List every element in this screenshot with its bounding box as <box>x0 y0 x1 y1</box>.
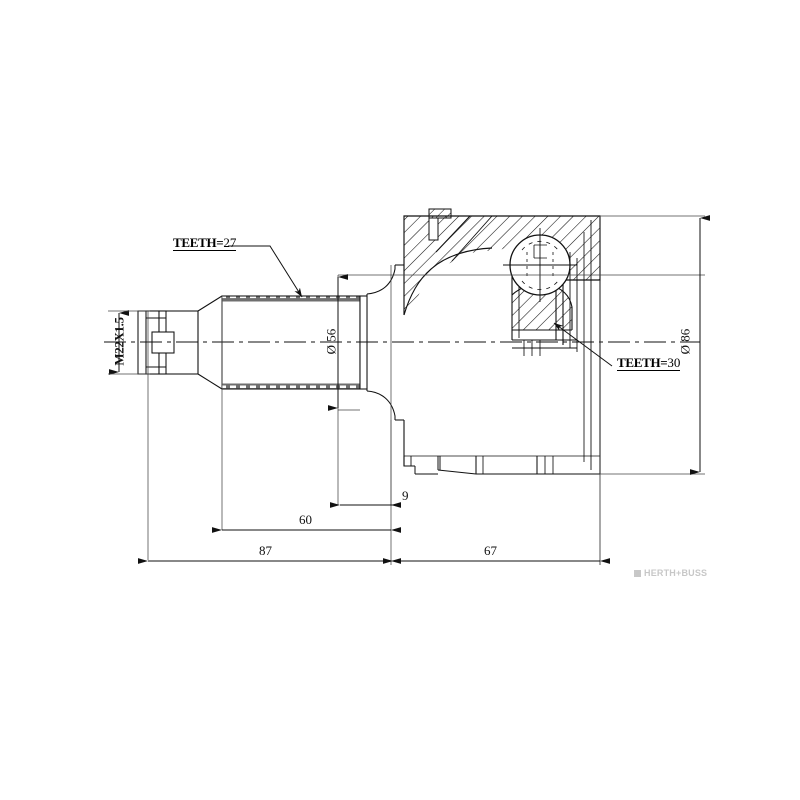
teeth-inner-prefix: TEETH <box>617 355 661 370</box>
teeth-inner-equals: = <box>660 355 668 370</box>
retaining-clip <box>428 208 452 241</box>
dim-label-67: 67 <box>484 543 497 558</box>
leader-teeth-30 <box>553 322 613 367</box>
dim-label-60: 60 <box>299 512 312 527</box>
leader-teeth-27 <box>228 245 303 298</box>
dim-label-87: 87 <box>259 543 272 558</box>
housing-diameter-label: Ø 86 <box>677 328 693 355</box>
brand-logo: HERTH+BUSS <box>634 568 707 578</box>
teeth-outer-prefix: TEETH <box>173 235 217 250</box>
teeth-outer-equals: = <box>216 235 224 250</box>
shaft-taper <box>197 295 223 390</box>
teeth-inner-value: 30 <box>667 355 681 370</box>
teeth-inner-label: TEETH=30 <box>617 355 681 371</box>
shaft-diameter-label: Ø 56 <box>323 328 339 355</box>
brand-name: HERTH+BUSS <box>644 568 708 578</box>
boot-body <box>403 455 600 475</box>
dim-label-9: 9 <box>402 488 409 503</box>
shaft-shoulder <box>366 264 404 421</box>
extension-lines <box>147 215 705 565</box>
brand-square-icon <box>634 569 641 577</box>
teeth-outer-value: 27 <box>223 235 237 250</box>
teeth-outer-label: TEETH=27 <box>173 235 237 251</box>
dimension-lines <box>108 215 710 564</box>
bearing-ball <box>503 228 577 302</box>
ball-cage-assembly <box>492 228 578 356</box>
leader-lines <box>228 245 613 367</box>
thread-spec-label: M22X1.5 <box>111 317 127 366</box>
